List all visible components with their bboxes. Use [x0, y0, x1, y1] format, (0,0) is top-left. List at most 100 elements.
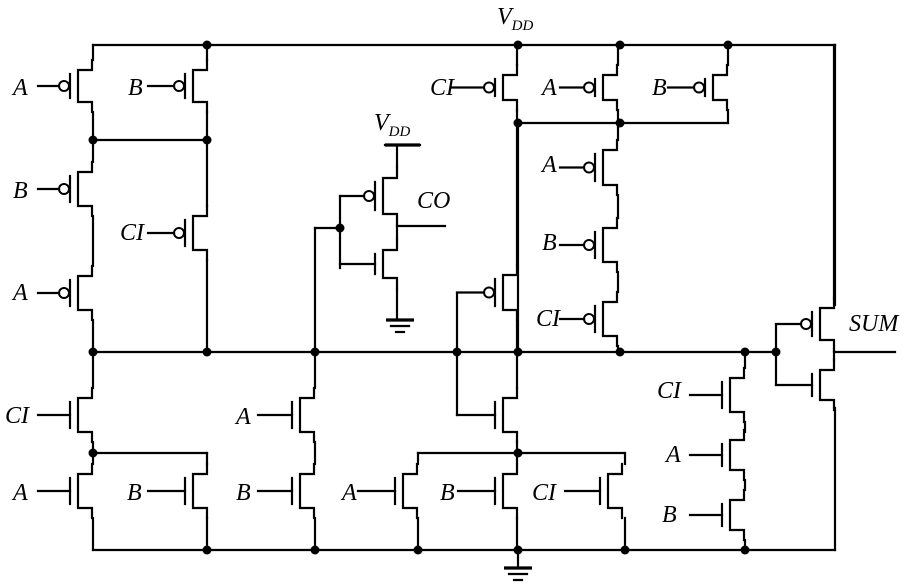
pmos-transistor — [560, 65, 617, 110]
pmos-transistor — [148, 206, 207, 260]
channel — [603, 140, 617, 195]
channel — [503, 464, 517, 518]
nmos-transistor — [358, 464, 417, 518]
pmos-transistor — [560, 218, 617, 272]
pmos-transistor — [457, 265, 517, 320]
pmos-bubble — [584, 83, 594, 93]
gate-label: A — [340, 480, 357, 506]
gate-label: B — [662, 502, 677, 528]
channel — [193, 206, 207, 260]
channel — [78, 266, 92, 320]
junction-dot — [414, 546, 423, 555]
nmos-transistor — [258, 464, 314, 518]
pmos-bubble — [59, 81, 69, 91]
junction-dot — [514, 348, 523, 357]
junction-dot — [616, 348, 625, 357]
junction-dot — [89, 348, 98, 357]
pmos-transistor — [452, 65, 517, 110]
gate-label: CI — [120, 220, 145, 246]
nmos-transistor — [38, 464, 92, 518]
pmos-bubble — [59, 288, 69, 298]
nmos-transistor — [340, 240, 397, 288]
gate-label: B — [13, 178, 28, 204]
pmos-bubble — [801, 319, 811, 329]
junction-dot — [89, 449, 98, 458]
transistors — [38, 60, 834, 540]
pmos-bubble — [694, 83, 704, 93]
junction-dot — [203, 41, 212, 50]
pmos-transistor — [148, 60, 207, 112]
junction-dot — [453, 348, 462, 357]
junction-dot — [514, 41, 523, 50]
junction-dot — [203, 136, 212, 145]
pmos-transistor — [340, 168, 397, 224]
channel — [713, 65, 727, 110]
junction-dot — [616, 41, 625, 50]
pmos-bubble — [174, 228, 184, 238]
gate-label: A — [234, 404, 251, 430]
pmos-transistor — [560, 140, 617, 195]
gate-label: A — [540, 152, 557, 178]
sum-output-label: SUM — [849, 311, 900, 337]
gate-label: CI — [536, 306, 561, 332]
nmos-transistor — [776, 360, 834, 410]
junction-dot — [724, 41, 733, 50]
channel — [78, 388, 92, 442]
gate-label: CI — [430, 75, 455, 101]
channel — [193, 60, 207, 112]
junction-dot — [514, 119, 523, 128]
vdd-label-main: VDD — [497, 4, 534, 34]
gate-label: CI — [657, 378, 682, 404]
co-output-label: CO — [417, 188, 450, 214]
channel — [603, 218, 617, 272]
junction-dot — [514, 449, 523, 458]
pmos-transistor — [38, 266, 92, 320]
nmos-transistor — [690, 368, 744, 422]
channel — [383, 168, 397, 224]
junction-dot — [311, 348, 320, 357]
gate-label: A — [540, 75, 557, 101]
nmos-transistor — [565, 464, 622, 518]
gate-label: B — [128, 75, 143, 101]
nmos-transistor — [148, 464, 207, 518]
gate-label: CI — [532, 480, 557, 506]
junction-dot — [89, 136, 98, 145]
pmos-transistor — [560, 292, 617, 346]
channel — [300, 464, 314, 518]
channel — [300, 388, 314, 442]
gate-label: A — [11, 280, 28, 306]
junction-dot — [514, 546, 523, 555]
channel — [78, 464, 92, 518]
channel — [608, 464, 622, 518]
nmos-transistor — [690, 490, 744, 540]
channel — [730, 430, 744, 480]
channel — [193, 464, 207, 518]
channel — [820, 360, 834, 410]
nmos-transistor — [690, 430, 744, 480]
gate-label: A — [664, 442, 681, 468]
gate-label: CI — [5, 403, 30, 429]
gate-label: A — [11, 75, 28, 101]
junction-dot — [741, 546, 750, 555]
channel — [503, 388, 517, 442]
gate-label: A — [11, 480, 28, 506]
gate-label: B — [652, 75, 667, 101]
junction-dot — [311, 546, 320, 555]
gate-label: B — [542, 230, 557, 256]
nmos-transistor — [258, 388, 314, 442]
channel — [503, 265, 517, 320]
pmos-transistor — [776, 298, 834, 350]
junction-dot — [203, 348, 212, 357]
pmos-bubble — [484, 83, 494, 93]
channel — [78, 162, 92, 216]
nmos-transistor — [457, 388, 517, 442]
junction-dot — [741, 348, 750, 357]
junction-dot — [203, 546, 212, 555]
junction-dot — [621, 546, 630, 555]
channel — [78, 60, 92, 112]
junction-dot — [336, 224, 345, 233]
pmos-transistor — [668, 65, 727, 110]
pmos-bubble — [584, 240, 594, 250]
pmos-transistor — [38, 162, 92, 216]
